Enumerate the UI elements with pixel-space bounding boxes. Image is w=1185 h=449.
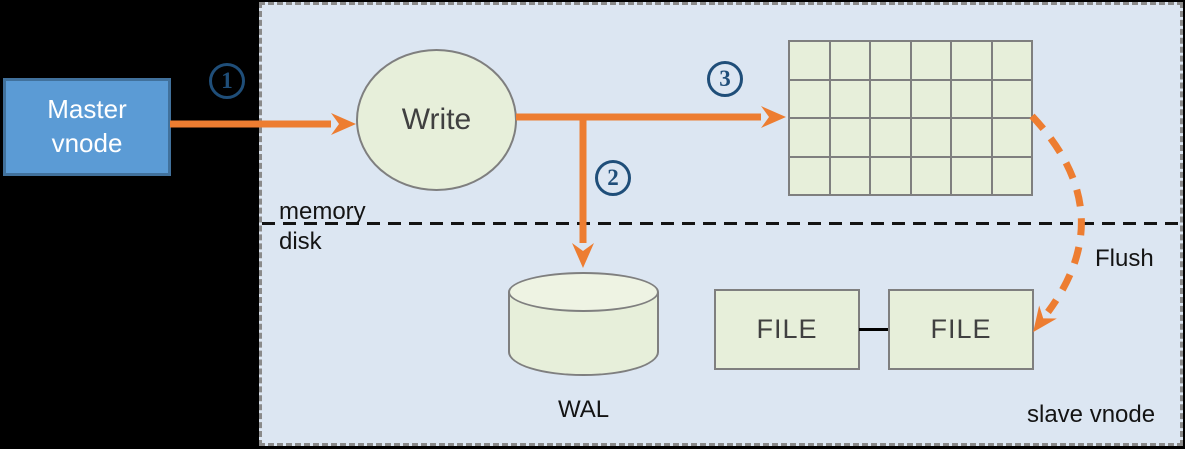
wal-label: WAL <box>557 396 610 423</box>
grid-cell <box>992 42 1031 79</box>
memory-disk-divider <box>262 222 1180 225</box>
grid-cell <box>911 157 950 194</box>
grid-cell <box>830 157 869 194</box>
grid-cell <box>911 80 950 117</box>
grid-cell <box>871 119 910 156</box>
grid-cell <box>871 80 910 117</box>
grid-cell <box>992 119 1031 156</box>
grid-cell <box>992 157 1031 194</box>
wal-cylinder <box>508 272 659 378</box>
grid-cell <box>992 80 1031 117</box>
step-3-number: 3 <box>719 66 731 91</box>
file-box-1-label: FILE <box>756 314 818 344</box>
wal-cylinder-top <box>508 272 659 312</box>
grid-cell <box>790 119 829 156</box>
master-vnode-label-line1: Master <box>47 94 127 125</box>
grid-cell <box>871 157 910 194</box>
grid-cell <box>952 119 991 156</box>
flush-label: Flush <box>1095 245 1154 272</box>
step-circle-2: 2 <box>595 160 631 196</box>
master-vnode-label-line2: vnode <box>51 128 123 158</box>
grid-cell <box>790 157 829 194</box>
step-circle-1: 1 <box>209 63 245 99</box>
grid-cell <box>871 42 910 79</box>
file-connector-line <box>859 328 889 331</box>
grid-cell <box>952 157 991 194</box>
grid-cell <box>952 80 991 117</box>
step-2-number: 2 <box>607 165 619 190</box>
mem-table-grid <box>788 40 1033 196</box>
step-circle-3: 3 <box>707 61 743 97</box>
disk-label: disk <box>279 228 322 255</box>
file-box-2: FILE <box>888 289 1034 370</box>
grid-cell <box>911 119 950 156</box>
grid-cell <box>830 119 869 156</box>
file-box-1: FILE <box>714 289 860 370</box>
master-vnode-box: Master vnode <box>3 78 171 176</box>
grid-cell <box>790 80 829 117</box>
file-box-2-label: FILE <box>930 314 992 344</box>
step-1-number: 1 <box>221 68 233 93</box>
slave-vnode-label: slave vnode <box>1027 401 1156 428</box>
write-node-label: Write <box>401 103 472 136</box>
grid-cell <box>830 80 869 117</box>
grid-cell <box>952 42 991 79</box>
grid-cell <box>911 42 950 79</box>
grid-cell <box>830 42 869 79</box>
memory-label: memory <box>279 198 366 225</box>
write-node: Write <box>356 49 517 191</box>
grid-cell <box>790 42 829 79</box>
